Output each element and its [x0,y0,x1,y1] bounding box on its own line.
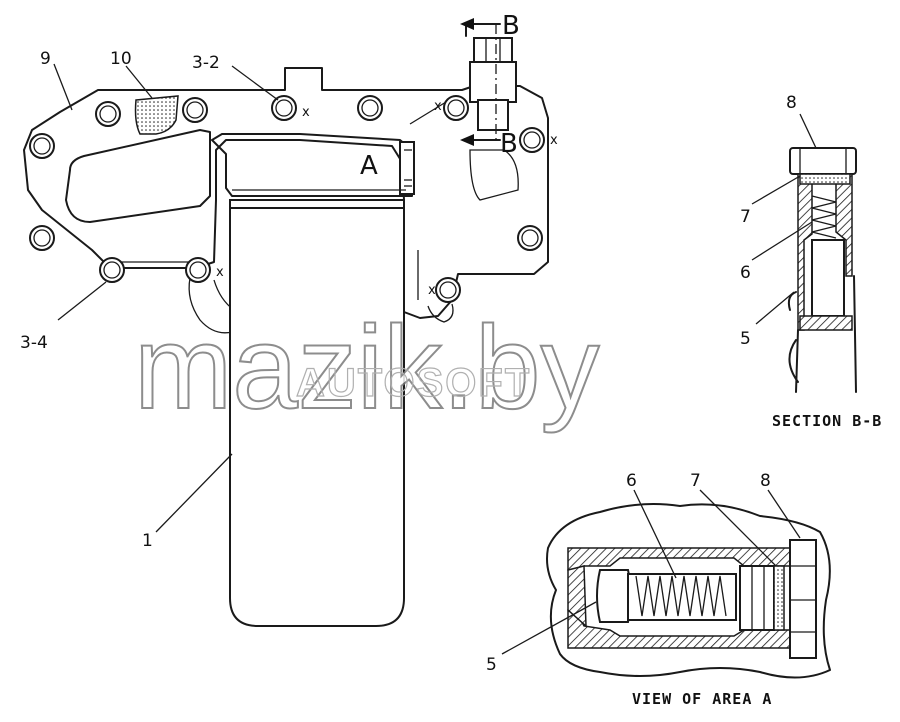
housing-right-contour [417,149,519,300]
bolt [95,101,121,127]
label-bb-6: 6 [740,263,751,283]
watermark-secondary: AUTOSOFT [296,361,531,405]
x-mark: x [216,265,224,280]
bolt [185,257,211,283]
label-a-6: 6 [626,471,637,491]
label-1: 1 [142,531,153,551]
mounting-bolts [29,95,545,303]
bolt [443,95,469,121]
watermark-main: mazik.by [134,302,600,434]
callout-labels: 9 10 3-2 3-4 1 A B B x x x x x 8 7 6 5 6… [20,11,882,708]
bolt [357,95,383,121]
view-area-a [501,489,831,679]
bolt [517,225,543,251]
valve-stack-body [469,61,517,103]
area-a-retainer [739,565,775,631]
bolt [29,225,55,251]
oil-passage-right [427,303,454,323]
x-mark: x [434,99,442,114]
caption-view-area-a: VIEW OF AREA A [632,690,772,708]
section-b-b [751,113,857,393]
bb-body-left [796,173,813,331]
bolt [271,95,297,121]
label-bb-7: 7 [740,207,751,227]
x-mark: x [428,283,436,298]
x-mark: x [302,105,310,120]
label-a-7: 7 [690,471,701,491]
gasket-10 [134,95,179,135]
area-a-sleeve [627,573,737,621]
area-a-piston-5 [596,569,631,623]
bolt [99,257,125,283]
label-a: A [360,151,378,181]
label-b-bottom: B [500,129,518,159]
leader-lines-main [53,63,447,533]
area-a-spring-6 [635,575,727,617]
valve-cap-a [399,141,415,195]
bb-piston-5 [811,239,845,317]
bb-body-right [835,173,853,277]
bb-spring-6 [811,195,837,239]
area-a-plug-8 [789,539,817,659]
bolt [29,133,55,159]
label-a-5: 5 [486,655,497,675]
label-10: 10 [110,49,132,69]
top-port [211,133,413,197]
area-a-housing-left [567,565,587,628]
valve-stack-lower [477,99,509,131]
caption-section-bb: SECTION B-B [772,412,882,430]
housing-outline [23,67,549,319]
label-3-4: 3-4 [20,333,48,353]
section-arrows [460,18,501,146]
area-a-break-outline [546,503,831,679]
x-mark: x [550,133,558,148]
valve-stack-hex [473,37,513,65]
bolt [519,127,545,153]
label-a-8: 8 [760,471,771,491]
bolt [435,277,461,303]
filter-element [229,199,405,627]
label-bb-8: 8 [786,93,797,113]
label-3-2: 3-2 [192,53,220,73]
watermark: mazik.by AUTOSOFT [133,301,601,435]
label-bb-5: 5 [740,329,751,349]
bolt [182,97,208,123]
area-a-screen-7 [773,565,785,631]
bb-screen-7 [799,173,851,185]
label-b-top: B [502,11,520,41]
label-9: 9 [40,49,51,69]
valve-stack-top [469,37,517,131]
housing-inner-slot [65,129,211,223]
